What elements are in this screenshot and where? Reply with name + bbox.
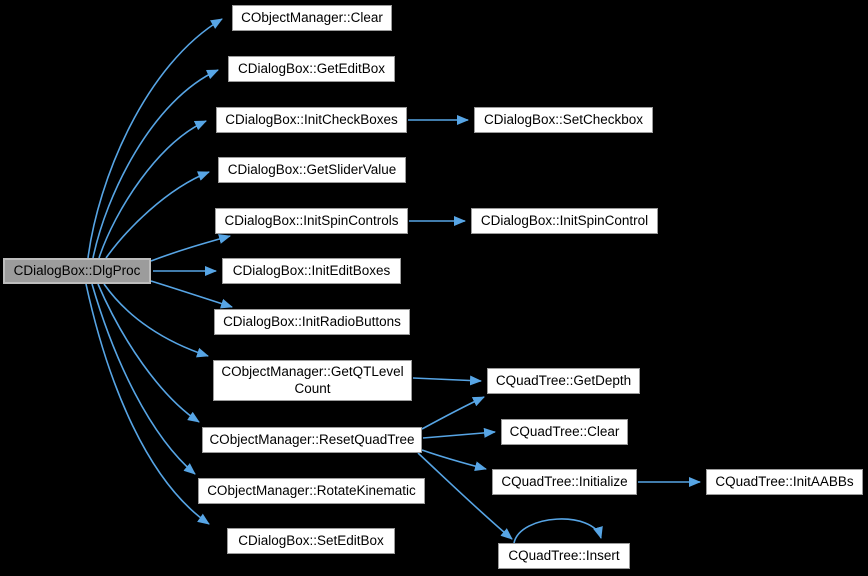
edge-dlgproc-get_qt_level_count <box>103 283 209 358</box>
node-label: CDialogBox::InitRadioButtons <box>223 313 401 329</box>
edge-dlgproc-set_edit_box <box>85 283 210 525</box>
node-label: CObjectManager::RotateKinematic <box>207 482 416 498</box>
node-label: CObjectManager::Clear <box>241 9 383 25</box>
node-cquadtree-clear[interactable]: CQuadTree::Clear <box>501 419 628 445</box>
node-label: CDialogBox::GetEditBox <box>237 60 386 76</box>
node-cquadtree-getdepth[interactable]: CQuadTree::GetDepth <box>487 368 640 394</box>
node-cobjectmanager-rotatekinematic[interactable]: CObjectManager::RotateKinematic <box>198 478 425 504</box>
node-label: CDialogBox::InitSpinControls <box>224 212 399 228</box>
node-cdialogbox-initradiobuttons[interactable]: CDialogBox::InitRadioButtons <box>214 309 410 335</box>
node-label: CDialogBox::InitEditBoxes <box>232 262 391 278</box>
node-cdialogbox-getslidervalue[interactable]: CDialogBox::GetSliderValue <box>218 157 406 183</box>
edge-dlgproc-init_spin_controls <box>150 234 231 262</box>
node-cdialogbox-initspincontrols[interactable]: CDialogBox::InitSpinControls <box>215 208 408 234</box>
node-cdialogbox-dlgproc[interactable]: CDialogBox::DlgProc <box>3 258 151 284</box>
node-cquadtree-initaabbs[interactable]: CQuadTree::InitAABBs <box>706 469 863 495</box>
node-cdialogbox-seteditbox[interactable]: CDialogBox::SetEditBox <box>227 528 395 554</box>
node-label: CDialogBox::InitCheckBoxes <box>225 111 398 127</box>
node-cquadtree-insert[interactable]: CQuadTree::Insert <box>498 543 630 569</box>
node-label: CDialogBox::GetSliderValue <box>227 161 397 177</box>
edge-reset_quad_tree-qt_initialize <box>421 449 487 472</box>
node-cquadtree-initialize[interactable]: CQuadTree::Initialize <box>492 469 637 495</box>
node-label: CDialogBox::InitSpinControl <box>480 212 649 228</box>
node-cdialogbox-setcheckbox[interactable]: CDialogBox::SetCheckbox <box>474 107 653 133</box>
edge-dlgproc-init_check_boxes <box>98 120 207 259</box>
edge-dlgproc-get_slider_value <box>105 171 210 259</box>
edge-dlgproc-reset_quad_tree <box>97 283 200 423</box>
node-label: CDialogBox::SetCheckbox <box>483 111 644 127</box>
node-label: CQuadTree::Insert <box>508 547 620 563</box>
node-label: CQuadTree::GetDepth <box>495 372 632 388</box>
node-label: CObjectManager::GetQTLevel Count <box>221 363 404 396</box>
edge-reset_quad_tree-qt_get_depth <box>421 396 485 430</box>
node-label: CQuadTree::Clear <box>509 423 620 439</box>
node-cdialogbox-geteditbox[interactable]: CDialogBox::GetEditBox <box>228 56 395 82</box>
edge-reset_quad_tree-qt_clear <box>422 427 496 439</box>
node-label: CQuadTree::Initialize <box>501 473 628 489</box>
node-label: CDialogBox::DlgProc <box>13 262 141 278</box>
edge-dlgproc-get_edit_box <box>92 69 219 259</box>
edge-dlgproc-init_radio_buttons <box>150 280 233 309</box>
node-cobjectmanager-clear[interactable]: CObjectManager::Clear <box>232 5 392 31</box>
node-label: CQuadTree::InitAABBs <box>715 473 854 489</box>
edge-dlgproc-rotate_kinematic <box>91 283 196 475</box>
node-cdialogbox-initspincontrol[interactable]: CDialogBox::InitSpinControl <box>471 208 658 234</box>
edge-dlgproc-om_clear <box>87 18 223 259</box>
node-cdialogbox-initcheckboxes[interactable]: CDialogBox::InitCheckBoxes <box>216 107 407 133</box>
node-label: CObjectManager::ResetQuadTree <box>209 431 415 447</box>
edge-qt_insert-self-loop <box>513 518 603 544</box>
node-label: CDialogBox::SetEditBox <box>238 532 384 548</box>
node-cobjectmanager-resetquadtree[interactable]: CObjectManager::ResetQuadTree <box>202 427 422 453</box>
edge-get_qt_level_count-qt_get_depth <box>412 375 482 386</box>
edge-reset_quad_tree-qt_insert <box>417 452 513 540</box>
node-cdialogbox-initeditboxes[interactable]: CDialogBox::InitEditBoxes <box>222 258 401 284</box>
node-cobjectmanager-getqtlevelcount[interactable]: CObjectManager::GetQTLevel Count <box>213 360 412 401</box>
